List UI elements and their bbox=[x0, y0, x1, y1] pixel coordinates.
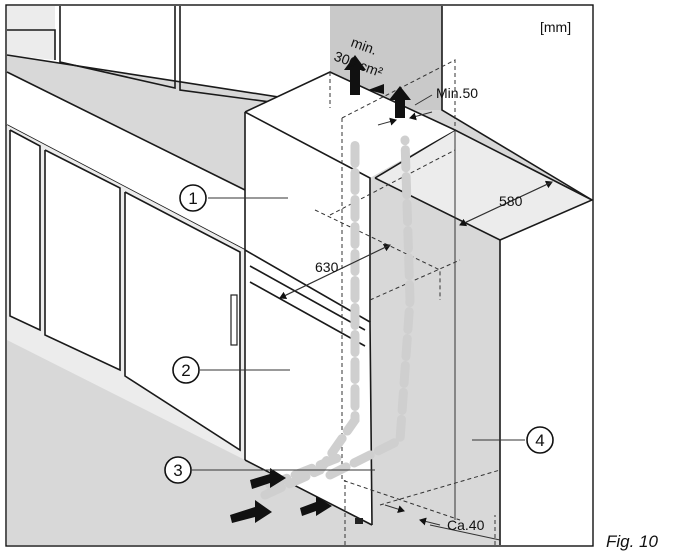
side-cabinet bbox=[374, 6, 594, 545]
rear-gap-label: Min.50 bbox=[436, 85, 478, 101]
callout-leaders bbox=[192, 197, 525, 471]
callout-2: 2 bbox=[172, 356, 200, 384]
width-label: 630 bbox=[315, 259, 339, 275]
callout-2-number: 2 bbox=[181, 361, 190, 380]
callout-3-number: 3 bbox=[173, 461, 182, 480]
outflow-arrows bbox=[344, 55, 411, 118]
bottom-gap-label: Ca.40 bbox=[447, 517, 485, 533]
callout-3: 3 bbox=[164, 456, 192, 484]
callout-4: 4 bbox=[526, 426, 554, 454]
figure-caption: Fig. 10 bbox=[606, 532, 659, 551]
callout-1: 1 bbox=[179, 184, 207, 212]
callout-4-number: 4 bbox=[535, 431, 544, 450]
unit-label: [mm] bbox=[540, 19, 571, 35]
depth-label: 580 bbox=[499, 193, 523, 209]
callout-1-number: 1 bbox=[188, 189, 197, 208]
dimension-lines bbox=[279, 94, 553, 541]
inflow-arrows bbox=[230, 468, 332, 523]
